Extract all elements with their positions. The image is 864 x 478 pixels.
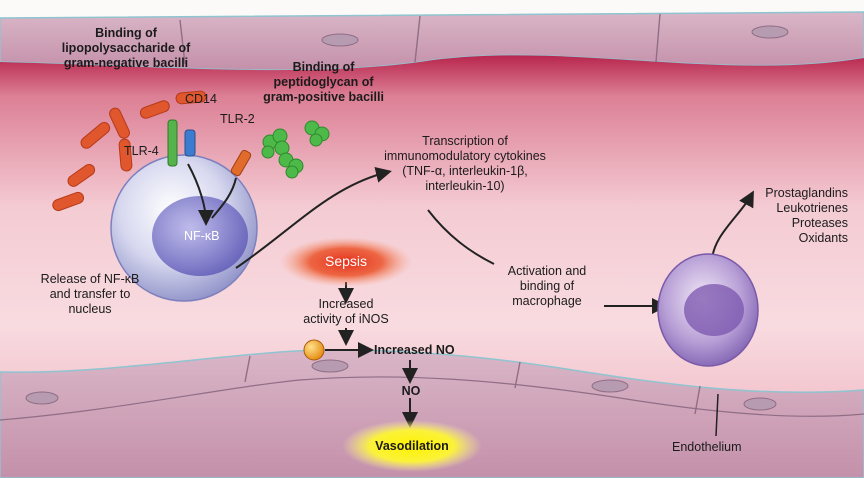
transcription-line: interleukin-10) xyxy=(370,179,560,194)
vasodilation-label: Vasodilation xyxy=(362,439,462,454)
nfkb-label: NF-κB xyxy=(184,229,219,244)
cd14-label: CD14 xyxy=(185,92,217,107)
lps-binding-line: Binding of xyxy=(56,26,196,41)
peptidoglycan-binding-line: Binding of xyxy=(256,60,391,75)
peptidoglycan-binding-line: peptidoglycan of xyxy=(256,75,391,90)
inos-label: Increased activity of iNOS xyxy=(286,297,406,327)
endothelial-nucleus xyxy=(592,380,628,392)
tlr4-label: TLR-4 xyxy=(124,144,159,159)
tlr2-label: TLR-2 xyxy=(220,112,255,127)
endothelial-nucleus xyxy=(312,360,348,372)
activation-line: Activation and xyxy=(490,264,604,279)
endothelial-nucleus xyxy=(26,392,58,404)
activation-line: macrophage xyxy=(490,294,604,309)
transcription-line: Transcription of xyxy=(370,134,560,149)
increased-no-label: Increased NO xyxy=(374,343,455,358)
lps-binding-line: gram-negative bacilli xyxy=(56,56,196,71)
release-line: and transfer to xyxy=(20,287,160,302)
inos-line: Increased xyxy=(286,297,406,312)
mediator-item: Proteases xyxy=(752,216,848,231)
endothelial-nucleus xyxy=(322,34,358,46)
no-label: NO xyxy=(399,384,423,399)
mediator-item: Oxidants xyxy=(752,231,848,246)
inos-enzyme xyxy=(304,340,324,360)
endothelium-label: Endothelium xyxy=(672,440,742,455)
transcription-line: immunomodulatory cytokines xyxy=(370,149,560,164)
transcription-label: Transcription of immunomodulatory cytoki… xyxy=(370,134,560,194)
endothelial-nucleus xyxy=(744,398,776,410)
mediators-label: Prostaglandins Leukotrienes Proteases Ox… xyxy=(752,186,848,246)
activation-label: Activation and binding of macrophage xyxy=(490,264,604,309)
sepsis-label: Sepsis xyxy=(318,254,374,269)
mediator-item: Leukotrienes xyxy=(752,201,848,216)
activation-line: binding of xyxy=(490,279,604,294)
release-line: Release of NF-κB xyxy=(20,272,160,287)
mediator-item: Prostaglandins xyxy=(752,186,848,201)
endothelial-nucleus xyxy=(752,26,788,38)
peptidoglycan-binding-label: Binding of peptidoglycan of gram-positiv… xyxy=(256,60,391,105)
lps-binding-label: Binding of lipopolysaccharide of gram-ne… xyxy=(56,26,196,71)
macrophage-nucleus xyxy=(684,284,744,336)
transcription-line: (TNF-α, interleukin-1β, xyxy=(370,164,560,179)
tlr4-receptor xyxy=(168,120,177,166)
cd14-receptor xyxy=(185,130,195,156)
release-line: nucleus xyxy=(20,302,160,317)
release-label: Release of NF-κB and transfer to nucleus xyxy=(20,272,160,317)
peptidoglycan-binding-line: gram-positive bacilli xyxy=(256,90,391,105)
lps-binding-line: lipopolysaccharide of xyxy=(56,41,196,56)
inos-line: activity of iNOS xyxy=(286,312,406,327)
